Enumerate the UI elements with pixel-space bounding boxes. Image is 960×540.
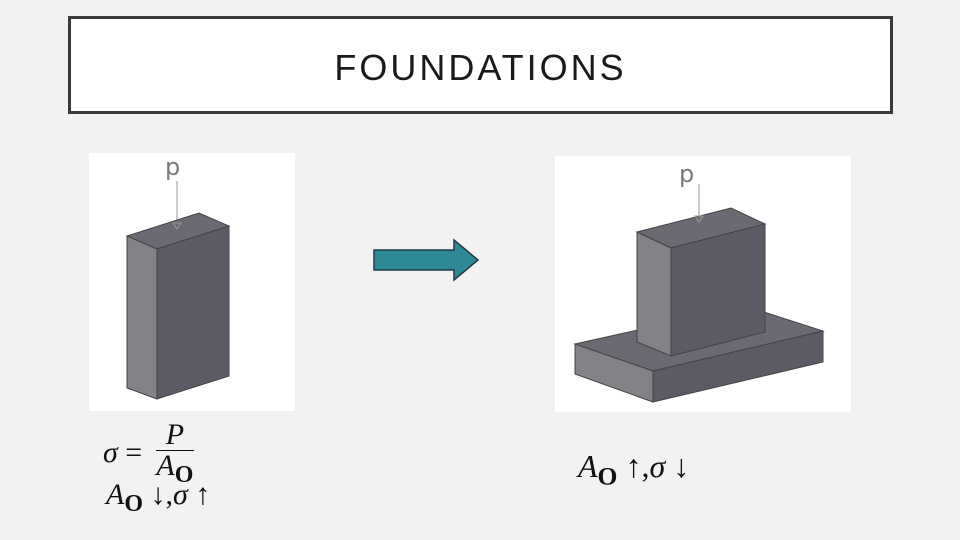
area-subscript: O — [597, 461, 618, 491]
area-var: A — [106, 478, 125, 511]
load-arrow-head — [172, 222, 182, 230]
load-label: p — [165, 153, 181, 181]
comma: , — [641, 448, 650, 484]
load-arrow-head — [694, 215, 704, 223]
area-subscript: O — [124, 491, 143, 518]
area-arrow: ↑ — [625, 448, 642, 484]
footing-side-face — [652, 330, 824, 403]
denominator: AO — [156, 451, 194, 490]
sigma-symbol: σ — [649, 448, 666, 484]
column-side-face — [670, 223, 766, 357]
column-front-face — [636, 231, 672, 357]
sigma-symbol: σ — [103, 435, 118, 469]
title-box: FOUNDATIONS — [68, 16, 893, 114]
left-effect-formula: AO ↓,σ ↑ — [106, 478, 210, 518]
footing-figure: p — [555, 156, 851, 412]
numerator: P — [155, 420, 195, 451]
column-side-face — [156, 225, 230, 400]
right-effect-formula: AO ↑,σ ↓ — [578, 448, 689, 492]
fraction: P AO — [155, 420, 195, 490]
comma: , — [165, 478, 174, 511]
area-var: A — [578, 448, 598, 484]
area-arrow: ↓ — [150, 478, 166, 511]
footing-drawing — [573, 184, 825, 403]
transition-arrow — [373, 238, 480, 282]
slide-title: FOUNDATIONS — [334, 47, 627, 88]
column-figure: p — [89, 153, 295, 411]
area-subscript: O — [174, 462, 194, 489]
column-front-face — [126, 235, 158, 400]
column-drawing — [125, 181, 231, 400]
stress-formula: σ = P AO — [103, 420, 195, 490]
load-label: p — [679, 160, 695, 188]
equals-sign: = — [125, 435, 143, 469]
stress-arrow: ↓ — [673, 448, 690, 484]
sigma-symbol: σ — [173, 478, 188, 511]
stress-arrow: ↑ — [195, 478, 211, 511]
area-var: A — [156, 449, 175, 482]
